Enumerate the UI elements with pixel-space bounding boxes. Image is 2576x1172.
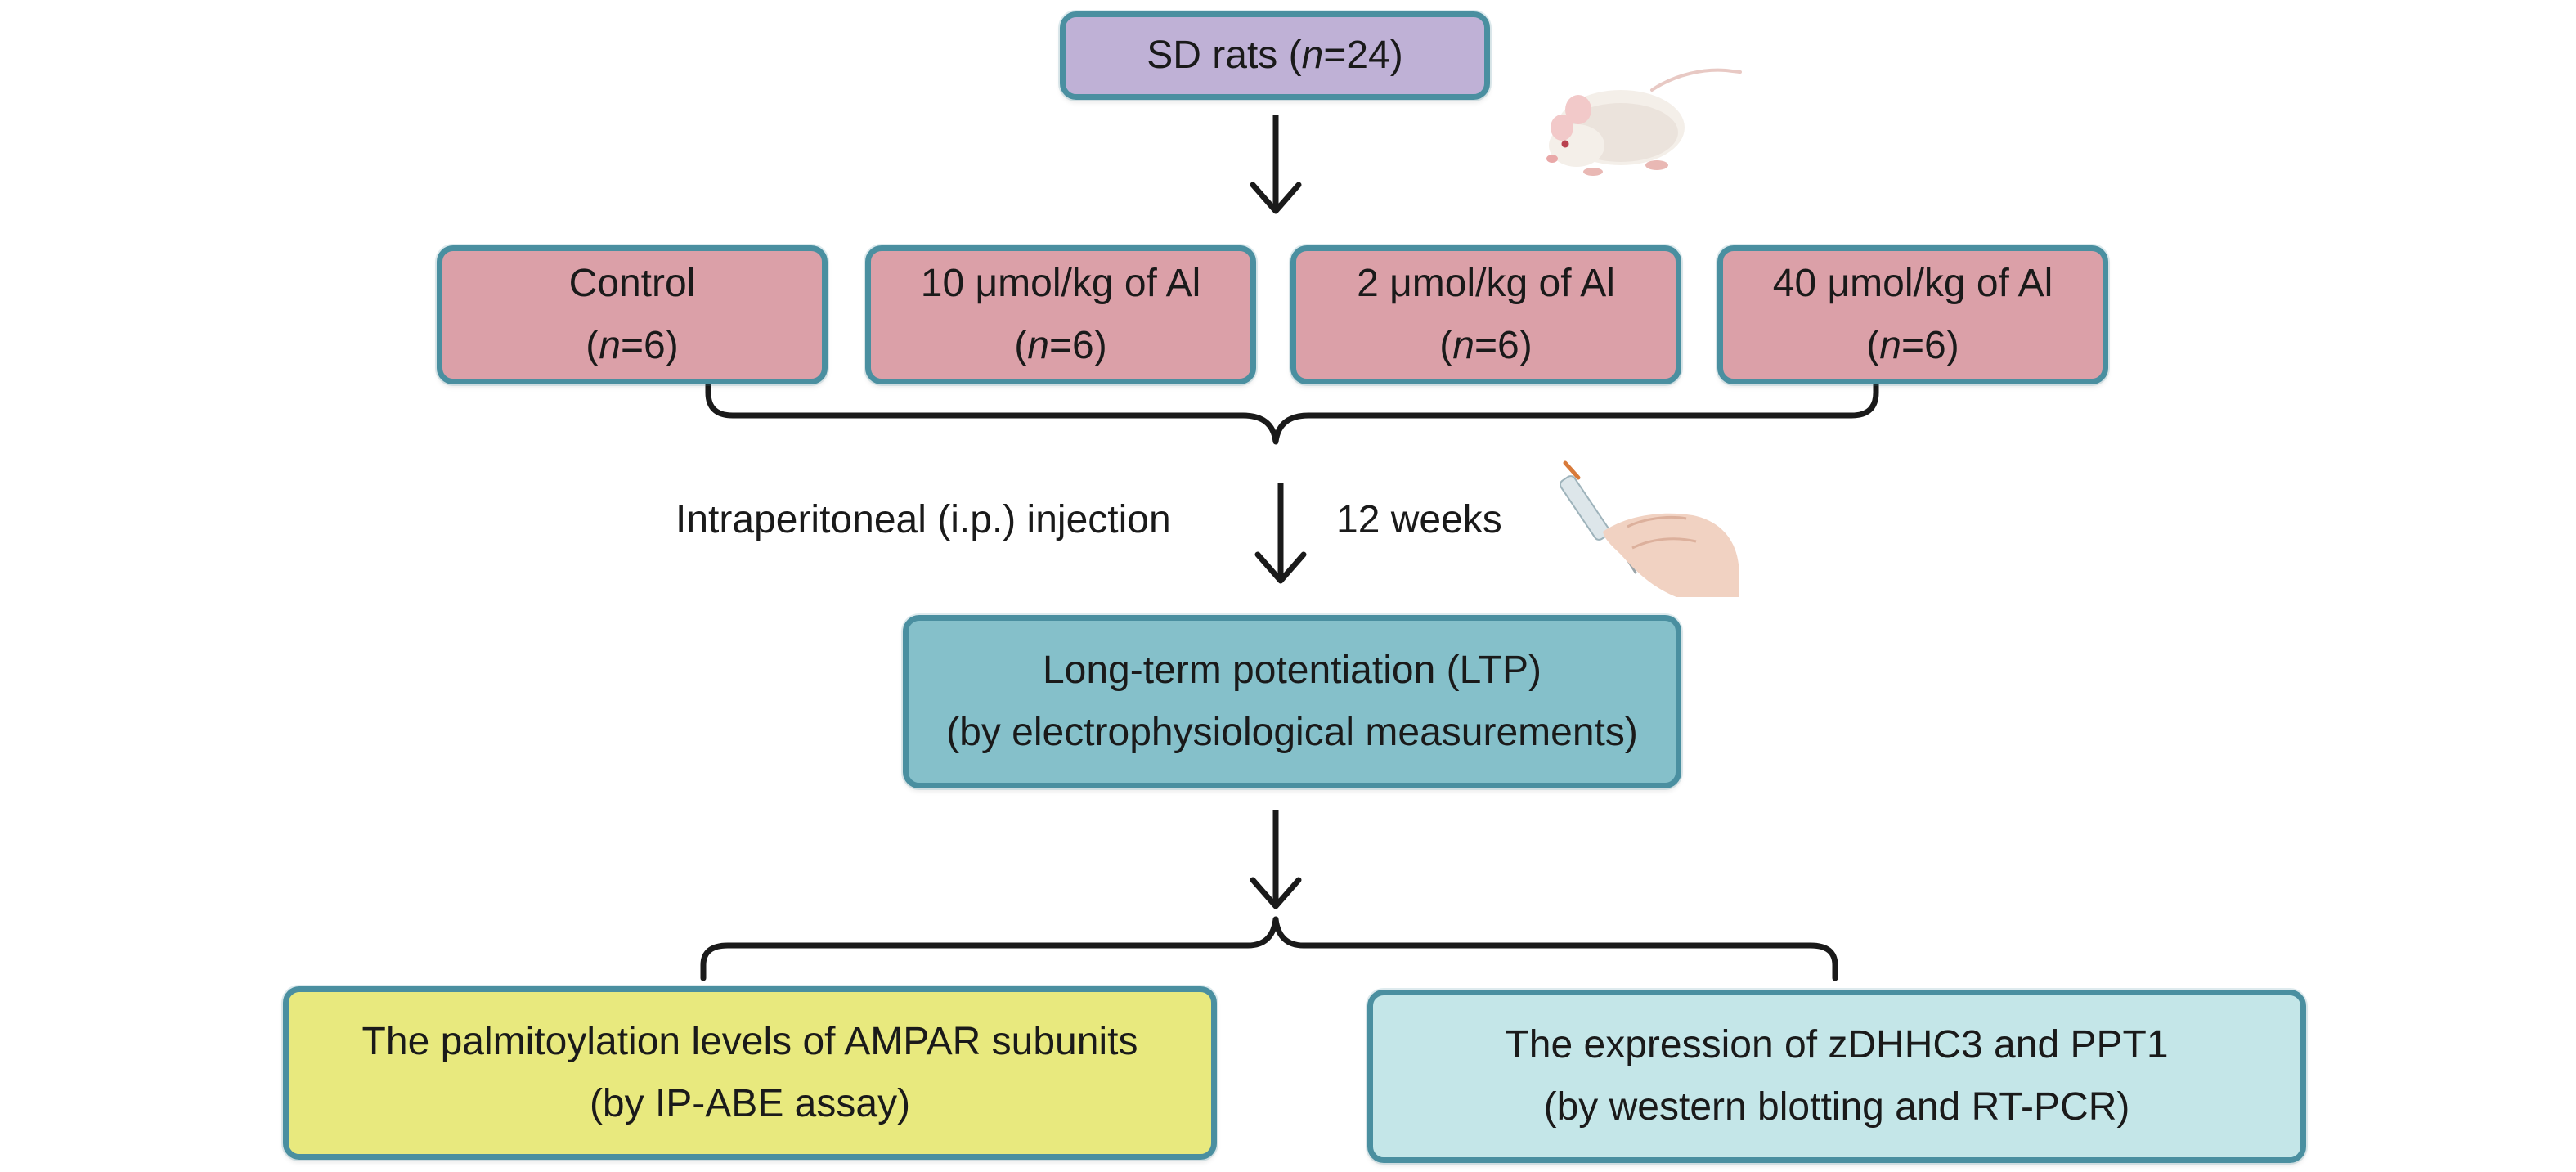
brace-outcomes-split	[700, 916, 1838, 981]
group-count: (n=6)	[586, 315, 678, 377]
outcome-method: (by western blotting and RT-PCR)	[1543, 1085, 2130, 1129]
arrow-start-to-groups	[1250, 115, 1302, 214]
treatment-duration-label: 12 weeks	[1336, 498, 1502, 541]
outcome-title: The palmitoylation levels of AMPAR subun…	[361, 1020, 1138, 1063]
group-box-2-umol: 2 μmol/kg of Al (n=6)	[1290, 245, 1681, 384]
group-box-40-umol: 40 μmol/kg of Al (n=6)	[1717, 245, 2108, 384]
group-count: (n=6)	[1014, 315, 1106, 377]
group-count-close: =6)	[1474, 324, 1533, 367]
group-label: Control	[568, 262, 696, 305]
group-label: 2 μmol/kg of Al	[1357, 262, 1615, 305]
outcome-method: (by IP-ABE assay)	[589, 1082, 911, 1125]
group-count: (n=6)	[1866, 315, 1959, 377]
measurement-method: (by electrophysiological measurements)	[946, 711, 1638, 754]
outcome-box-palmitoylation: The palmitoylation levels of AMPAR subun…	[283, 986, 1217, 1160]
rat-illustration	[1546, 68, 1742, 176]
group-count-close: =6)	[620, 324, 679, 367]
start-box-label: SD rats (n=24)	[1147, 25, 1402, 87]
start-box-sd-rats: SD rats (n=24)	[1060, 11, 1490, 100]
measurement-box-ltp: Long-term potentiation (LTP) (by electro…	[903, 615, 1681, 788]
group-count-open: (	[1866, 324, 1880, 367]
treatment-route-label: Intraperitoneal (i.p.) injection	[675, 498, 1171, 541]
group-count-var: n	[599, 324, 621, 367]
group-count-close: =6)	[1048, 324, 1107, 367]
group-count-open: (	[1439, 324, 1453, 367]
group-count-close: =6)	[1901, 324, 1959, 367]
syringe-illustration	[1559, 460, 1739, 597]
group-count: (n=6)	[1439, 315, 1532, 377]
start-prefix: SD rats (	[1147, 34, 1302, 77]
measurement-title: Long-term potentiation (LTP)	[1042, 649, 1542, 692]
outcome-title: The expression of zDHHC3 and PPT1	[1505, 1023, 2169, 1066]
group-count-var: n	[1027, 324, 1049, 367]
group-box-control: Control (n=6)	[437, 245, 828, 384]
group-box-10-umol: 10 μmol/kg of Al (n=6)	[865, 245, 1256, 384]
arrow-ltp-to-outcomes	[1250, 810, 1302, 909]
arrow-treatment-to-ltp	[1254, 483, 1307, 584]
group-count-open: (	[1014, 324, 1028, 367]
start-suffix: =24)	[1323, 34, 1403, 77]
outcome-box-expression: The expression of zDHHC3 and PPT1 (by we…	[1367, 990, 2306, 1163]
group-count-open: (	[586, 324, 599, 367]
group-count-var: n	[1452, 324, 1474, 367]
start-n-var: n	[1301, 34, 1324, 77]
group-count-var: n	[1879, 324, 1901, 367]
group-label: 40 μmol/kg of Al	[1772, 262, 2053, 305]
brace-groups-merge	[705, 381, 1879, 445]
group-label: 10 μmol/kg of Al	[920, 262, 1201, 305]
